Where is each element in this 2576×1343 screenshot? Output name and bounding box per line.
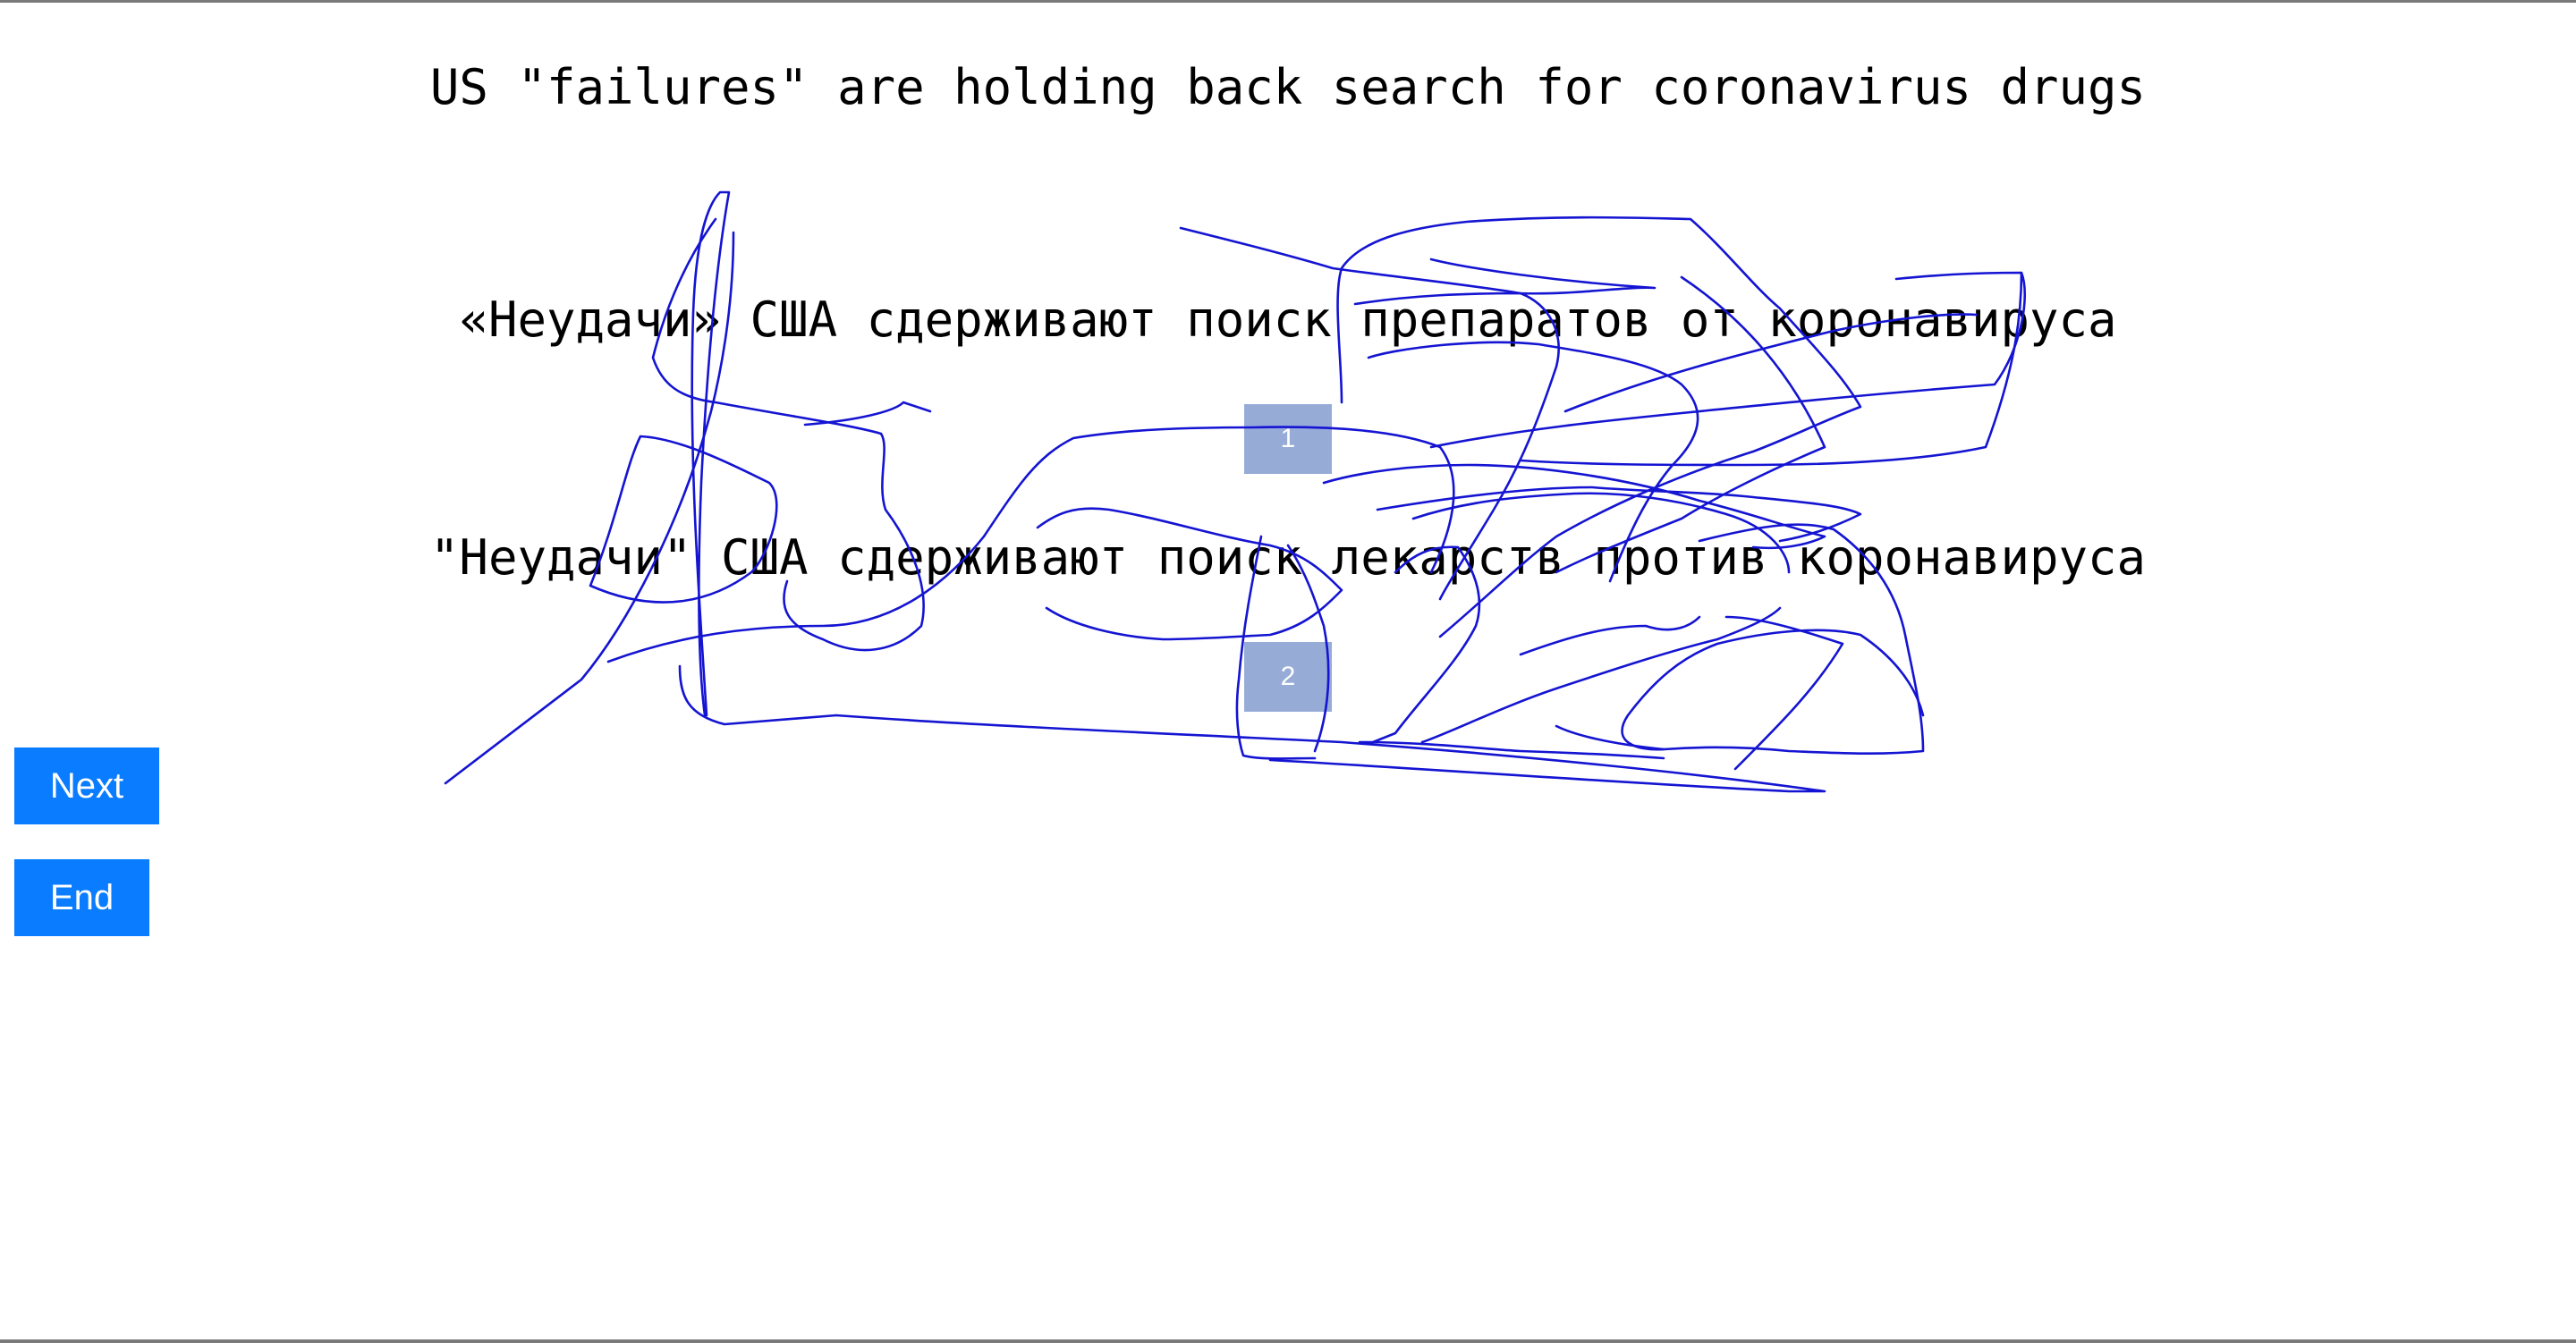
translation-2: "Неудачи" США сдерживают поиск лекарств … — [429, 529, 2147, 586]
translation-1: «Неудачи» США сдерживают поиск препарато… — [459, 291, 2117, 348]
translation-2-marker[interactable]: 2 — [1244, 642, 1332, 712]
source-sentence: US "failures" are holding back search fo… — [429, 59, 2147, 115]
next-button[interactable]: Next — [14, 748, 159, 824]
translation-1-marker[interactable]: 1 — [1244, 404, 1332, 474]
end-button[interactable]: End — [14, 859, 149, 936]
top-border — [0, 0, 2576, 3]
bottom-border — [0, 1339, 2576, 1343]
